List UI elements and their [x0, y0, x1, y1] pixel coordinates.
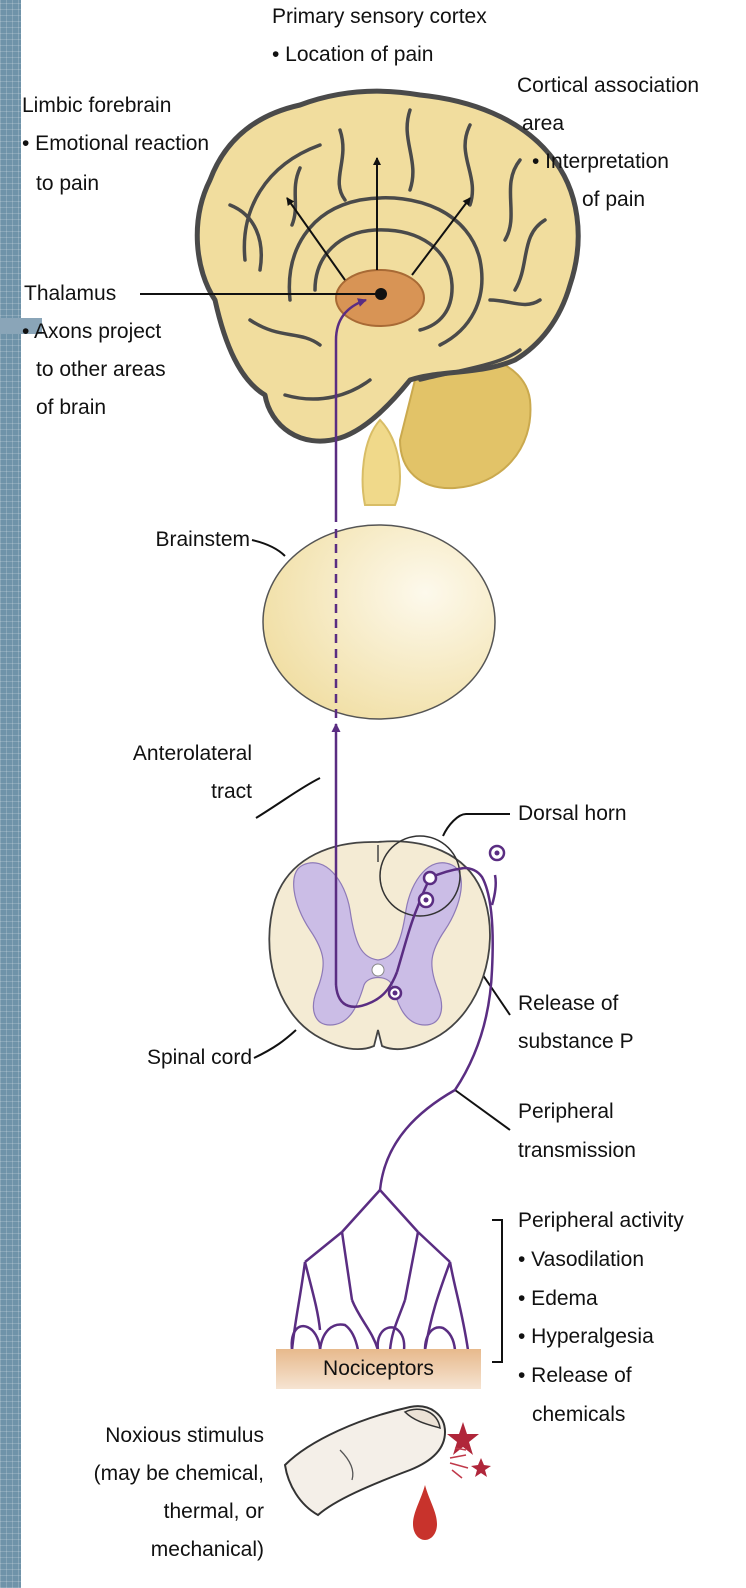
peripheral-activity-line5: • Release of — [518, 1362, 632, 1390]
noxious-stimulus-line4: mechanical) — [40, 1536, 264, 1564]
brainstem-section — [263, 525, 495, 719]
spinal-cord-label: Spinal cord — [60, 1044, 252, 1072]
peripheral-activity-line1: Peripheral activity — [518, 1207, 684, 1235]
dorsal-horn-leader — [443, 814, 510, 836]
limbic-forebrain-line1: Limbic forebrain — [22, 92, 171, 120]
dorsal-horn-label: Dorsal horn — [518, 800, 627, 828]
brain — [197, 91, 578, 505]
thalamus-line1: Thalamus — [24, 280, 116, 308]
primary-cortex-bullet: • Location of pain — [272, 41, 433, 69]
peripheral-activity-bracket — [492, 1220, 502, 1362]
thalamus-line2: • Axons project — [22, 318, 161, 346]
peripheral-activity-line4: • Hyperalgesia — [518, 1323, 654, 1351]
release-line2: substance P — [518, 1028, 634, 1056]
thalamus-line4: of brain — [36, 394, 106, 422]
peripheral-transmission-line2: transmission — [518, 1137, 636, 1165]
nociceptors-label: Nociceptors — [276, 1355, 481, 1383]
cortical-association-line3: • Interpretation — [532, 148, 669, 176]
cortical-association-line2: area — [522, 110, 564, 138]
noxious-stimulus-line3: thermal, or — [40, 1498, 264, 1526]
peripheral-tx-leader — [455, 1090, 510, 1130]
cortical-association-line4: of pain — [582, 186, 645, 214]
peripheral-activity-line3: • Edema — [518, 1285, 598, 1313]
stimulus-marks — [447, 1422, 491, 1478]
spinal-cord-leader — [254, 1030, 296, 1058]
peripheral-activity-line6: chemicals — [532, 1401, 625, 1429]
primary-cortex-title: Primary sensory cortex — [272, 3, 487, 31]
release-line1: Release of — [518, 990, 618, 1018]
limbic-forebrain-line2: • Emotional reaction — [22, 130, 209, 158]
blood-drop — [413, 1485, 437, 1540]
anterolateral-line2: tract — [60, 778, 252, 806]
peripheral-transmission-line1: Peripheral — [518, 1098, 614, 1126]
brainstem-label: Brainstem — [100, 526, 250, 554]
noxious-stimulus-line2: (may be chemical, — [40, 1460, 264, 1488]
brain-stem-stub — [363, 420, 400, 505]
brainstem-leader — [252, 540, 285, 556]
limbic-forebrain-line3: to pain — [36, 170, 99, 198]
noxious-stimulus-line1: Noxious stimulus — [40, 1422, 264, 1450]
peripheral-activity-line2: • Vasodilation — [518, 1246, 644, 1274]
cortical-association-line1: Cortical association — [517, 72, 699, 100]
anterolateral-line1: Anterolateral — [60, 740, 252, 768]
thalamus-line3: to other areas — [36, 356, 166, 384]
anterolateral-leader — [256, 778, 320, 818]
